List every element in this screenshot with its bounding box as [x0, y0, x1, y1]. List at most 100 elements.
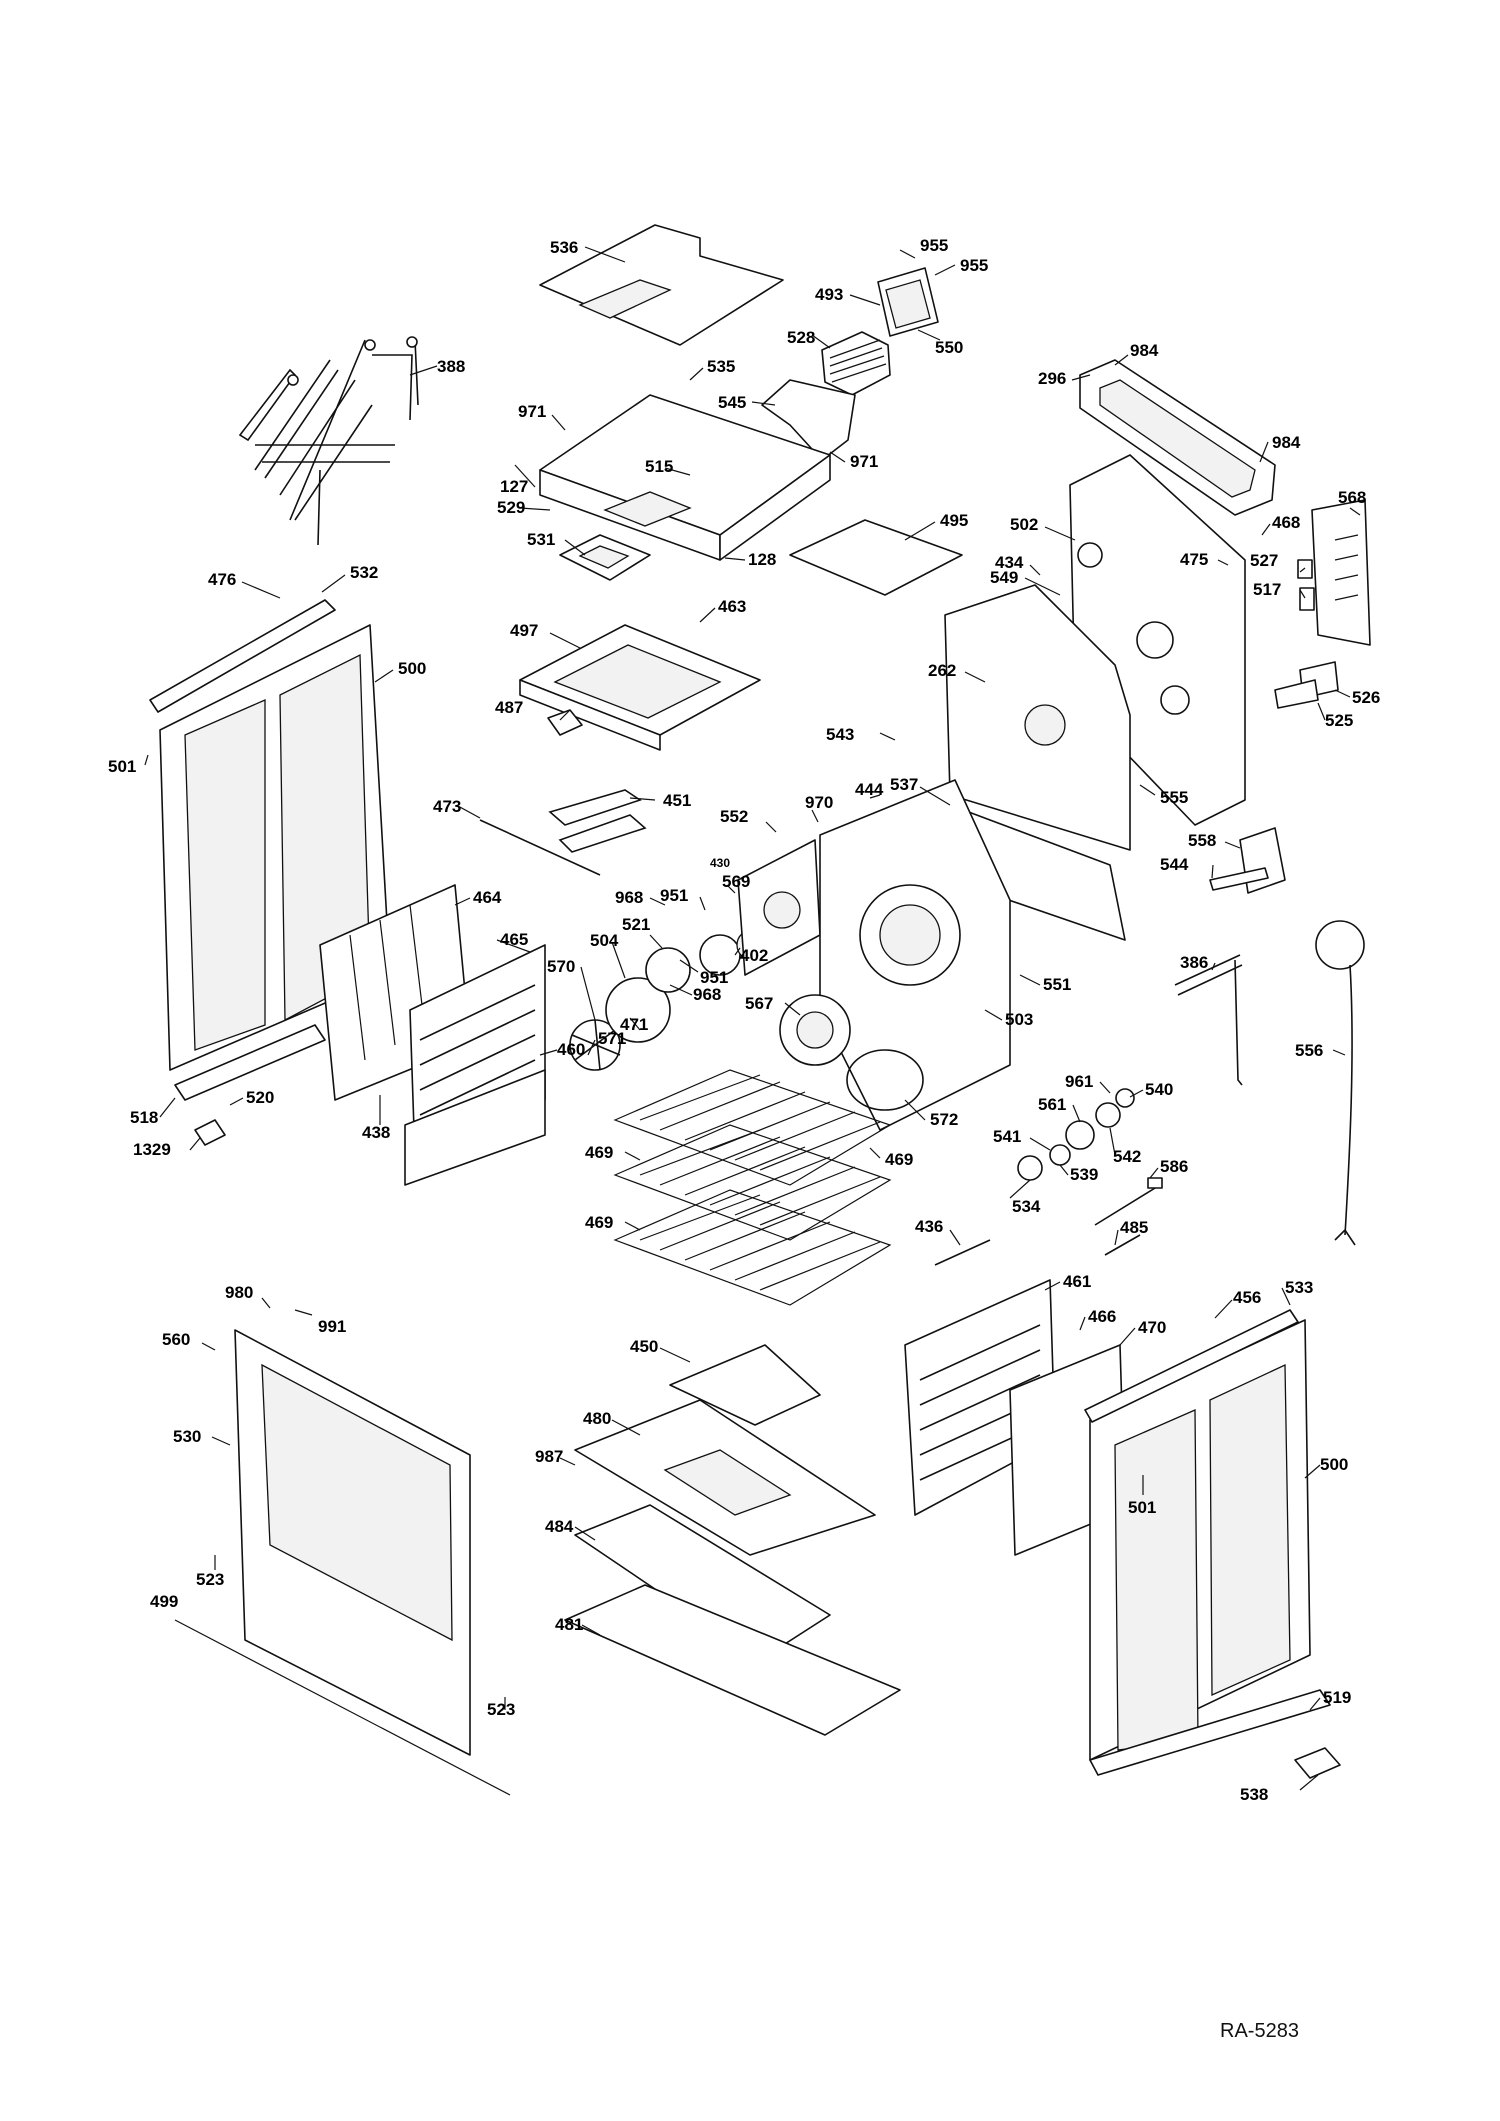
callout-968: 968 — [615, 888, 643, 907]
callout-991: 991 — [318, 1317, 346, 1336]
callout-500: 500 — [398, 659, 426, 678]
callout-521: 521 — [622, 915, 650, 934]
part-527-relay — [1297, 559, 1313, 579]
part-469-oven-rack-1 — [613, 1069, 892, 1186]
callout-561: 561 — [1038, 1095, 1066, 1114]
callout-570: 570 — [547, 957, 575, 976]
callout-544: 544 — [1160, 855, 1189, 874]
part-469-oven-rack-2 — [613, 1124, 892, 1241]
callout-551: 551 — [1043, 975, 1071, 994]
callout-500: 500 — [1320, 1455, 1348, 1474]
part-545-duct — [761, 379, 856, 461]
callout-520: 520 — [246, 1088, 274, 1107]
part-481-drawer-bottom — [564, 1584, 901, 1736]
callout-549: 549 — [990, 568, 1018, 587]
part-495-insulation — [789, 519, 963, 596]
part-528-blower — [821, 331, 891, 396]
callout-456: 456 — [1233, 1288, 1261, 1307]
callout-438: 438 — [362, 1123, 390, 1142]
callout-529: 529 — [497, 498, 525, 517]
callout-519: 519 — [1323, 1688, 1351, 1707]
part-518-base-rail — [174, 1024, 326, 1101]
callout-493: 493 — [815, 285, 843, 304]
part-503-oven-back-wall — [819, 779, 1011, 1131]
callout-970: 970 — [805, 793, 833, 812]
callout-262: 262 — [928, 661, 956, 680]
part-485-probe — [1104, 1234, 1141, 1256]
part-296-trim — [1079, 359, 1276, 516]
callout-469: 469 — [585, 1143, 613, 1162]
callout-568: 568 — [1338, 488, 1366, 507]
part-436-rod — [934, 1239, 991, 1266]
part-497-oven-ceiling — [519, 624, 761, 751]
callout-502: 502 — [1010, 515, 1038, 534]
callout-567: 567 — [745, 994, 773, 1013]
part-572-convection-element — [846, 1049, 924, 1111]
part-561-lens — [1065, 1120, 1095, 1150]
callout-468: 468 — [1272, 513, 1300, 532]
part-539-bulb — [1049, 1144, 1071, 1166]
callout-955: 955 — [960, 256, 988, 275]
callout-436: 436 — [915, 1217, 943, 1236]
callout-460: 460 — [557, 1040, 585, 1059]
callout-465: 465 — [500, 930, 528, 949]
part-544-bracket — [1209, 867, 1269, 891]
part-386-harness — [1174, 954, 1243, 1086]
callout-525: 525 — [1325, 711, 1353, 730]
callout-463: 463 — [718, 597, 746, 616]
callout-526: 526 — [1352, 688, 1380, 707]
callout-955: 955 — [920, 236, 948, 255]
callout-984: 984 — [1272, 433, 1301, 452]
callout-labels: 536 955 955 493 528 550 388 535 545 971 … — [108, 236, 1380, 1804]
callout-461: 461 — [1063, 1272, 1091, 1291]
callout-528: 528 — [787, 328, 815, 347]
leader-lines — [144, 246, 1361, 1791]
callout-386: 386 — [1180, 953, 1208, 972]
callout-540: 540 — [1145, 1080, 1173, 1099]
callout-523: 523 — [196, 1570, 224, 1589]
callout-296: 296 — [1038, 369, 1066, 388]
part-451-broil-element — [479, 789, 647, 876]
callout-533: 533 — [1285, 1278, 1313, 1297]
callout-495: 495 — [940, 511, 968, 530]
callout-558: 558 — [1188, 831, 1216, 850]
callout-487: 487 — [495, 698, 523, 717]
callout-535: 535 — [707, 357, 735, 376]
callout-523: 523 — [487, 1700, 515, 1719]
callout-531: 531 — [527, 530, 555, 549]
callout-552: 552 — [720, 807, 748, 826]
callout-503: 503 — [1005, 1010, 1033, 1029]
callout-451: 451 — [663, 791, 691, 810]
callout-434: 434 — [995, 553, 1024, 572]
part-538-bracket — [1294, 1747, 1341, 1779]
callout-501: 501 — [108, 757, 136, 776]
callout-550: 550 — [935, 338, 963, 357]
part-529-cavity-top — [539, 394, 831, 561]
part-487-thermostat — [547, 709, 583, 736]
callout-517: 517 — [1253, 580, 1281, 599]
callout-1329: 1329 — [133, 1140, 171, 1159]
callout-542: 542 — [1113, 1147, 1141, 1166]
part-504-baffle — [605, 977, 671, 1043]
callout-127: 127 — [500, 477, 528, 496]
callout-402: 402 — [740, 946, 768, 965]
callout-469: 469 — [885, 1150, 913, 1169]
callout-968: 968 — [693, 985, 721, 1004]
part-567-fan-cover — [779, 994, 851, 1066]
callout-572: 572 — [930, 1110, 958, 1129]
callout-539: 539 — [1070, 1165, 1098, 1184]
part-500-side-panel-right — [1089, 1319, 1311, 1761]
part-534-knob — [1017, 1155, 1043, 1181]
part-388-wiring-harness — [238, 336, 419, 546]
callout-471: 471 — [620, 1015, 648, 1034]
callout-485: 485 — [1120, 1218, 1148, 1237]
part-521-gasket — [645, 947, 691, 993]
callout-532: 532 — [350, 563, 378, 582]
part-531-plate — [559, 534, 651, 581]
callout-543: 543 — [826, 725, 854, 744]
part-530-front-frame — [234, 1329, 471, 1756]
callout-388: 388 — [437, 357, 465, 376]
callout-980: 980 — [225, 1283, 253, 1302]
callout-556: 556 — [1295, 1041, 1323, 1060]
callout-473: 473 — [433, 797, 461, 816]
